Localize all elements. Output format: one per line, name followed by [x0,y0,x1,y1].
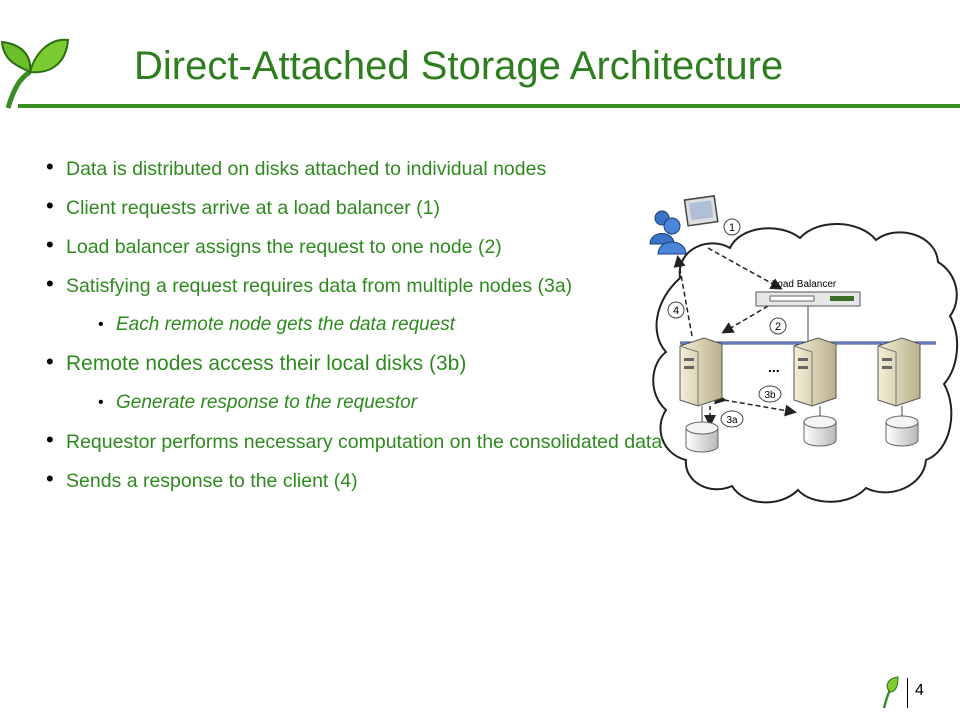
bullet-item: Requestor performs necessary computation… [46,427,672,455]
ellipsis: ... [768,359,780,375]
marker-4: 4 [673,305,679,317]
clients-icon [649,195,719,255]
sub-bullet-item: Generate response to the requestor [46,390,672,416]
load-balancer-label: Load Balancer [772,279,837,290]
bullet-list: Data is distributed on disks attached to… [46,154,672,507]
marker-3a: 3a [726,415,738,426]
marker-3b: 3b [764,390,776,401]
disk-icon [685,421,719,453]
load-balancer-icon [755,291,861,307]
bullet-item: Remote nodes access their local disks (3… [46,349,672,377]
disk-icon [803,415,837,447]
server-icon [793,337,837,407]
bullet-item: Client requests arrive at a load balance… [46,193,672,221]
marker-2: 2 [775,321,781,333]
bullet-item: Sends a response to the client (4) [46,466,672,494]
marker-1: 1 [729,222,735,234]
title-divider [18,104,960,108]
server-icon [877,337,921,407]
leaf-icon [882,676,899,709]
bullet-item: Load balancer assigns the request to one… [46,232,672,260]
sprout-logo-icon [0,38,70,109]
server-icon [679,337,723,407]
slide-title: Direct-Attached Storage Architecture [134,44,784,88]
architecture-diagram: 1 4 2 3b 3a Load Balancer ... [649,195,959,504]
page-number: 4 [915,682,924,699]
sub-bullet-item: Each remote node gets the data request [46,312,672,338]
bullet-item: Data is distributed on disks attached to… [46,154,672,182]
footer-divider [907,678,908,708]
disk-icon [885,415,919,447]
bullet-item: Satisfying a request requires data from … [46,271,672,299]
